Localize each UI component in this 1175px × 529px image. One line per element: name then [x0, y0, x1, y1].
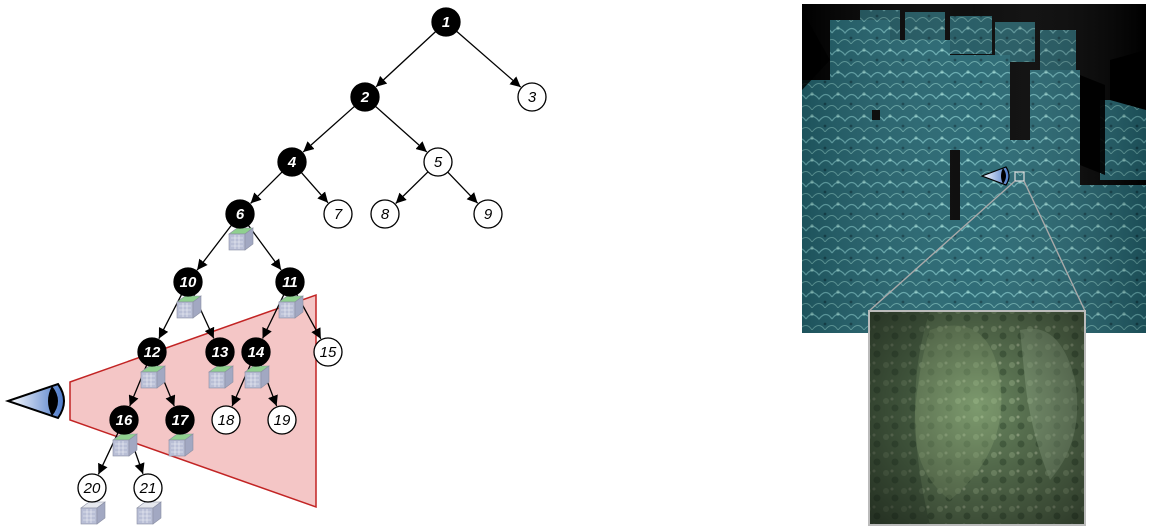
- tree-node-20: 20: [77, 473, 107, 503]
- tree-edge-n5-n8: [395, 171, 429, 204]
- tree-node-11: 11: [275, 267, 305, 297]
- scene-eye-icon: [980, 166, 1010, 186]
- brick-icon: [136, 501, 162, 525]
- brick-icon: [80, 501, 106, 525]
- tree-node-10: 10: [173, 267, 203, 297]
- node-label: 11: [282, 274, 298, 291]
- node-label: 7: [334, 206, 343, 223]
- tree-node-13: 13: [205, 337, 235, 367]
- node-label: 16: [116, 412, 133, 429]
- brick-icon: [176, 295, 202, 319]
- tree-node-8: 8: [370, 199, 400, 229]
- brick-icon: [244, 365, 270, 389]
- brick-icon: [228, 227, 254, 251]
- brick-icon: [208, 365, 234, 389]
- tree-edge-n4-n6: [250, 171, 283, 204]
- node-label: 20: [83, 480, 101, 497]
- node-label: 17: [172, 412, 189, 429]
- tree-node-15: 15: [313, 337, 343, 367]
- tree-edge-n1-n2: [375, 31, 437, 88]
- tree-node-6: 6: [225, 199, 255, 229]
- brick-icon: [168, 433, 194, 457]
- closeup-view: [868, 310, 1086, 526]
- node-label: 4: [287, 154, 297, 171]
- node-label: 15: [320, 344, 337, 361]
- view-frustum: [69, 293, 317, 509]
- node-label: 12: [144, 344, 161, 361]
- tree-node-7: 7: [323, 199, 353, 229]
- brick-icon: [140, 365, 166, 389]
- tree-node-4: 4: [277, 147, 307, 177]
- node-label: 18: [218, 412, 235, 429]
- tree-node-3: 3: [517, 82, 547, 112]
- tree-node-12: 12: [137, 337, 167, 367]
- node-label: 3: [528, 89, 537, 106]
- zoom-guide-left: [868, 180, 1016, 312]
- tree-edge-n6-n11: [247, 224, 282, 271]
- tree-edge-n4-n7: [300, 172, 329, 204]
- node-label: 14: [248, 344, 265, 361]
- node-label: 13: [212, 344, 229, 361]
- node-label: 2: [360, 89, 370, 106]
- tree-node-16: 16: [109, 405, 139, 435]
- zoom-source-box: [1014, 171, 1025, 182]
- tree-node-2: 2: [350, 82, 380, 112]
- tree-node-14: 14: [241, 337, 271, 367]
- node-label: 19: [274, 412, 291, 429]
- tree-node-1: 1: [431, 7, 461, 37]
- brick-icon: [278, 295, 304, 319]
- tree-node-17: 17: [165, 405, 195, 435]
- tree-node-9: 9: [473, 199, 503, 229]
- tree-edge-n5-n9: [447, 171, 479, 204]
- node-label: 9: [484, 206, 493, 223]
- zoom-guide-right: [1023, 180, 1086, 312]
- tree-node-18: 18: [211, 405, 241, 435]
- tree-node-21: 21: [133, 473, 163, 503]
- node-label: 1: [442, 14, 450, 31]
- tree-node-5: 5: [423, 147, 453, 177]
- node-label: 8: [381, 206, 390, 223]
- tree-edge-n1-n3: [456, 30, 522, 88]
- brick-icon: [112, 433, 138, 457]
- node-label: 6: [236, 206, 245, 223]
- tree-node-19: 19: [267, 405, 297, 435]
- node-label: 5: [434, 154, 443, 171]
- tree-edge-n2-n5: [375, 105, 428, 153]
- rendered-scene: [802, 4, 1146, 526]
- eye-icon: [4, 382, 65, 420]
- node-label: 21: [139, 480, 157, 497]
- tree-edge-n6-n10: [196, 224, 233, 271]
- node-label: 10: [180, 274, 197, 291]
- tree-edge-n2-n4: [302, 105, 355, 153]
- tree-bricks: [80, 227, 304, 525]
